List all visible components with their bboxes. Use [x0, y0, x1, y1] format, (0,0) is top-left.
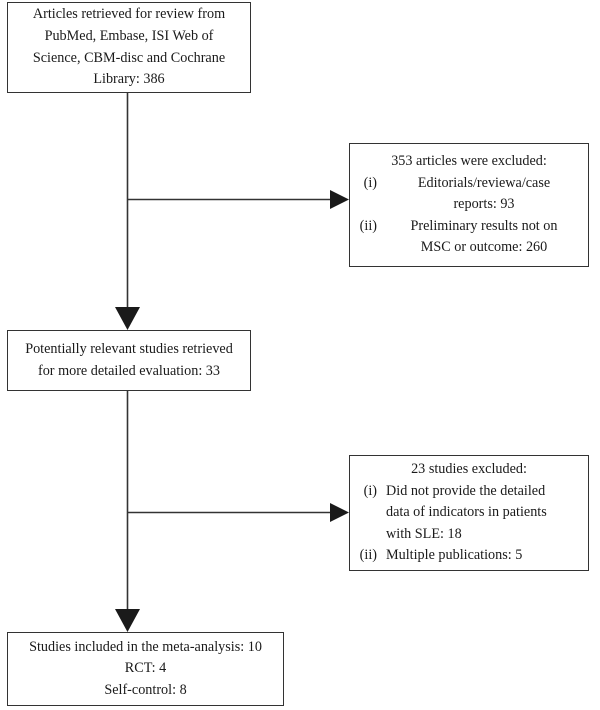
relevant-line-2: for more detailed evaluation: 33 — [37, 362, 220, 379]
relevant-line-1: Potentially relevant studies retrieved — [25, 340, 233, 357]
articles-excluded-item-1-marker: (i) — [363, 174, 377, 191]
articles-excluded-item-1-line-2: reports: 93 — [453, 196, 515, 213]
included-line-3: Self-control: 8 — [104, 681, 187, 698]
arrowhead-down-relevant — [115, 307, 140, 330]
arrowhead-right-excluded-2 — [330, 503, 349, 522]
node-articles-retrieved: Articles retrieved for review from PubMe… — [7, 2, 251, 93]
articles-retrieved-line-1: Articles retrieved for review from — [32, 6, 226, 23]
articles-excluded-item-1: (i) Editorials/reviewa/case reports: 93 — [356, 173, 582, 216]
articles-excluded-item-2-line-1: Preliminary results not on — [410, 217, 558, 234]
node-potentially-relevant-studies: Potentially relevant studies retrieved f… — [7, 330, 251, 391]
node-studies-included: Studies included in the meta-analysis: 1… — [7, 632, 284, 706]
studies-excluded-item-1-line-1: Did not provide the detailed — [386, 482, 546, 499]
articles-retrieved-line-3: Science, CBM-disc and Cochrane — [32, 49, 226, 66]
studies-excluded-item-1-text: Did not provide the detailed data of ind… — [386, 481, 582, 546]
studies-excluded-title: 23 studies excluded: — [411, 461, 527, 478]
studies-excluded-list: (i) Did not provide the detailed data of… — [356, 481, 582, 567]
studies-excluded-item-2-line-1: Multiple publications: 5 — [386, 547, 523, 564]
node-studies-excluded: 23 studies excluded: (i) Did not provide… — [349, 455, 589, 571]
node-articles-excluded: 353 articles were excluded: (i) Editoria… — [349, 143, 589, 267]
articles-retrieved-line-4: Library: 386 — [93, 71, 165, 88]
articles-excluded-item-2-line-2: MSC or outcome: 260 — [420, 239, 548, 256]
studies-excluded-item-2-text: Multiple publications: 5 — [386, 545, 582, 567]
studies-excluded-item-1-line-2: data of indicators in patients — [386, 504, 547, 521]
arrowhead-right-excluded-1 — [330, 190, 349, 209]
included-line-2: RCT: 4 — [124, 660, 167, 677]
articles-excluded-item-1-line-1: Editorials/reviewa/case — [417, 174, 551, 191]
articles-retrieved-line-2: PubMed, Embase, ISI Web of — [44, 27, 214, 44]
arrowhead-down-included — [115, 609, 140, 632]
studies-excluded-item-1-line-3: with SLE: 18 — [386, 525, 462, 542]
studies-excluded-item-2: (ii) Multiple publications: 5 — [356, 545, 582, 567]
articles-excluded-item-1-text: Editorials/reviewa/case reports: 93 — [386, 173, 582, 216]
articles-excluded-item-2: (ii) Preliminary results not on MSC or o… — [356, 216, 582, 259]
articles-excluded-item-2-text: Preliminary results not on MSC or outcom… — [386, 216, 582, 259]
articles-excluded-item-2-marker: (ii) — [359, 217, 377, 234]
studies-excluded-item-1: (i) Did not provide the detailed data of… — [356, 481, 582, 546]
articles-excluded-list: (i) Editorials/reviewa/case reports: 93 … — [356, 173, 582, 259]
studies-excluded-item-1-marker: (i) — [363, 482, 377, 499]
articles-excluded-title: 353 articles were excluded: — [391, 153, 547, 170]
included-line-1: Studies included in the meta-analysis: 1… — [29, 638, 262, 655]
studies-excluded-item-2-marker: (ii) — [359, 547, 377, 564]
